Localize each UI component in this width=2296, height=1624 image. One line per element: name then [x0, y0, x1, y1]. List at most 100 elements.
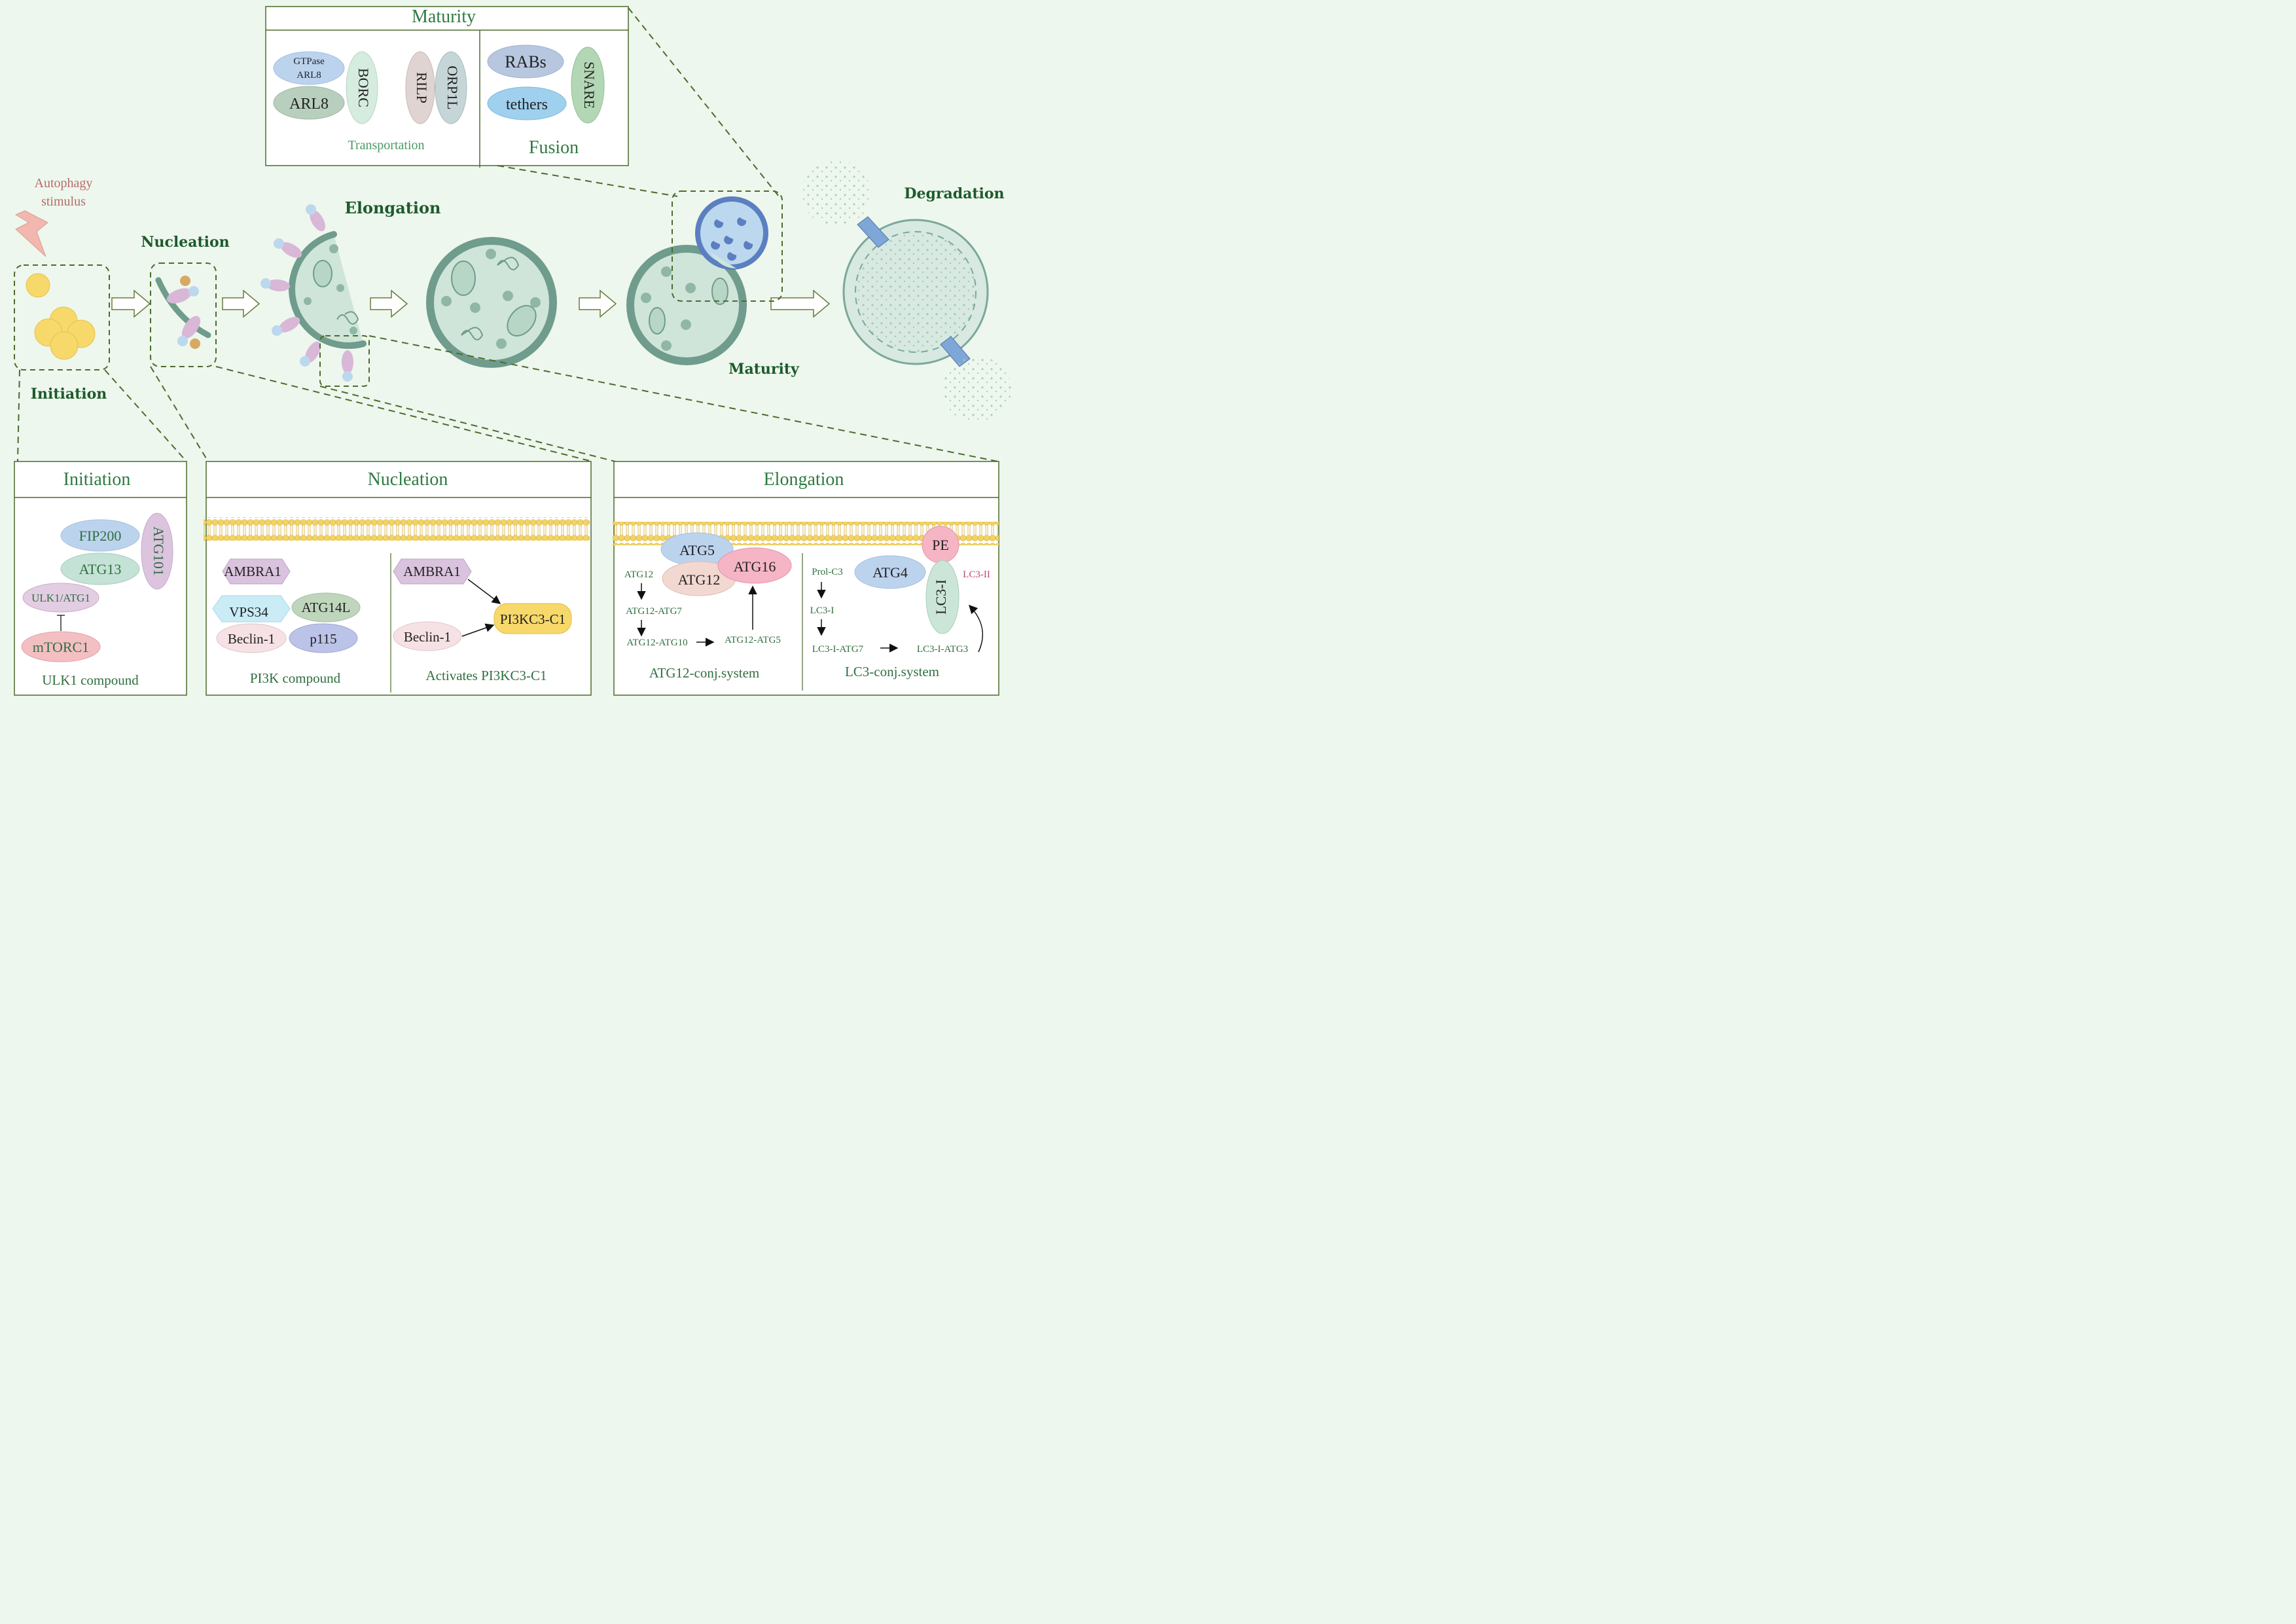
beclin1-label: Beclin-1 — [228, 631, 275, 647]
ambra1-right-label: AMBRA1 — [403, 564, 461, 579]
initiation-panel: Initiation FIP200 ATG13 ATG101 ULK1/ATG1… — [14, 461, 187, 696]
membrane-channel-top — [857, 216, 889, 248]
elongation-panel-title: Elongation — [764, 469, 844, 490]
stage-title-initiation: Initiation — [31, 386, 107, 403]
pi3kc3-box — [493, 603, 572, 634]
atg101-oval — [141, 513, 173, 590]
transportation-label: Transportation — [348, 138, 424, 153]
step-lc3-i-atg7: LC3-I-ATG7 — [812, 644, 864, 655]
atg5-label: ATG5 — [679, 542, 715, 558]
p115-oval — [289, 623, 358, 653]
pi3kc3-label: PI3KC3-C1 — [500, 611, 565, 627]
elongation-atg-proteins — [260, 204, 353, 382]
vps34-label: VPS34 — [229, 604, 268, 620]
degrading-lysosome — [842, 216, 989, 367]
maturity-panel: Maturity GTPase ARL8 ARL8 BORC RILP ORP1… — [265, 6, 629, 168]
beclin1-oval — [216, 623, 287, 653]
membrane-bilayer-nucleation — [204, 517, 590, 541]
ambra1-to-pi3kc3-arrow — [467, 579, 501, 604]
arrow-atg3-to-lc3 — [968, 604, 984, 653]
maturity-dashed-box — [672, 190, 783, 302]
stage-title-nucleation: Nucleation — [141, 234, 229, 251]
step-atg12-atg10: ATG12-ATG10 — [626, 638, 687, 648]
step-lc3-i-atg3: LC3-I-ATG3 — [917, 644, 968, 655]
autolysosome — [626, 196, 768, 365]
rilp-label: RILP — [414, 72, 430, 103]
activates-pi3kc3-caption: Activates PI3KC3-C1 — [426, 668, 547, 683]
lc3-ii-label: LC3-II — [963, 569, 990, 580]
atg13-label: ATG13 — [79, 561, 122, 577]
initiation-dashed-box — [14, 264, 110, 370]
lc3-conj-caption: LC3-conj.system — [845, 664, 939, 679]
rabs-oval — [487, 45, 564, 79]
atg4-label: ATG4 — [872, 564, 908, 581]
mtorc1-label: mTORC1 — [33, 639, 89, 655]
step-lc3-i: LC3-I — [810, 605, 834, 616]
p115-label: p115 — [310, 631, 336, 647]
lc3-i-oval-label: LC3-I — [933, 579, 949, 615]
atg16-label: ATG16 — [734, 558, 776, 575]
ambra1-right-hexagon — [393, 558, 472, 585]
stage-title-maturity: Maturity — [728, 361, 800, 378]
atg12-label: ATG12 — [678, 571, 721, 588]
atg12-conj-caption: ATG12-conj.system — [649, 665, 760, 681]
lc3-i-oval — [925, 560, 960, 634]
nucleation-panel-title: Nucleation — [368, 469, 448, 490]
borc-label: BORC — [355, 68, 372, 107]
atg4-oval — [854, 555, 926, 589]
gtpase-arl8-oval — [273, 51, 345, 85]
lightning-icon — [14, 210, 48, 257]
atg16-oval — [717, 547, 792, 584]
beclin1-right-label: Beclin-1 — [404, 629, 451, 645]
step-atg12-atg7: ATG12-ATG7 — [626, 606, 682, 617]
ulk1-oval — [22, 583, 99, 613]
stage-arrows — [111, 289, 831, 318]
snare-oval — [571, 46, 605, 124]
pi3k-compound-caption: PI3K compound — [250, 670, 341, 686]
elongation-panel: Elongation ATG5 ATG12 ATG16 ATG12 ATG12-… — [613, 461, 999, 696]
gtpase-label: GTPase — [293, 56, 325, 67]
autophagosome — [426, 237, 557, 368]
atg14l-oval — [291, 592, 361, 623]
released-particles-bottom — [942, 357, 1011, 422]
fip200-oval — [60, 519, 140, 552]
step-atg12-atg5: ATG12-ATG5 — [725, 635, 781, 645]
stage-title-degradation: Degradation — [904, 185, 1004, 202]
nucleation-proteins — [166, 276, 201, 349]
stage-title-elongation: Elongation — [345, 198, 441, 217]
nucleation-panel: Nucleation AMBRA1 VPS34 ATG14L Beclin-1 … — [204, 461, 592, 696]
step-prol-c3: Prol-C3 — [812, 567, 843, 577]
orp1l-label: ORP1L — [444, 65, 461, 109]
atg13-oval — [60, 552, 140, 585]
autophagy-diagram: Maturity GTPase ARL8 ARL8 BORC RILP ORP1… — [14, 6, 1011, 696]
pe-label: PE — [932, 537, 949, 553]
arl8-oval — [273, 86, 345, 120]
ambra1-hexagon — [222, 558, 291, 585]
atg101-label: ATG101 — [151, 526, 167, 576]
bottom-zoom-lines — [17, 335, 999, 462]
rilp-oval — [405, 51, 435, 124]
arl8-label: ARL8 — [289, 96, 329, 113]
borc-oval — [346, 51, 378, 124]
mtorc1-oval — [21, 631, 101, 662]
rabs-label: RABs — [505, 52, 547, 71]
orp1l-oval — [435, 51, 467, 124]
snare-label: SNARE — [581, 62, 598, 109]
phagophore-fragment — [155, 277, 211, 338]
maturity-panel-title: Maturity — [412, 7, 476, 27]
released-particles-top — [802, 160, 870, 226]
fusion-label: Fusion — [529, 137, 579, 158]
tethers-label: tethers — [506, 96, 548, 113]
vps34-hexagon — [212, 595, 291, 623]
step-atg12: ATG12 — [624, 569, 653, 580]
nucleation-dashed-box — [150, 262, 217, 367]
elongation-dashed-box — [319, 335, 370, 387]
beclin1-to-pi3kc3-arrow — [461, 623, 495, 637]
stimulus-line1: Autophagy — [35, 176, 93, 190]
initiation-panel-title: Initiation — [63, 469, 131, 490]
maturity-zoom-lines — [497, 7, 780, 197]
fip200-label: FIP200 — [79, 528, 122, 544]
phagophore-elongating — [289, 231, 367, 349]
ulk1-complex-spheres — [26, 273, 96, 360]
gtpase-arl8-label: ARL8 — [296, 70, 321, 81]
